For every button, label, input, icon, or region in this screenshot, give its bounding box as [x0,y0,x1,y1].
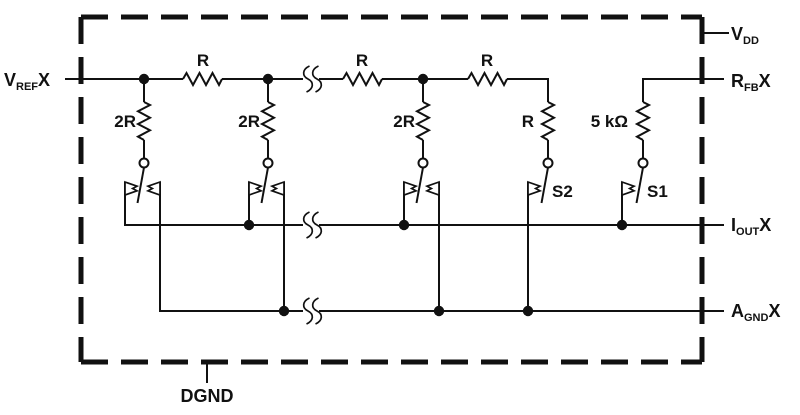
rfb-lead [642,78,724,102]
resistor-ladder-r3 [467,70,508,88]
switch-blade [635,167,644,204]
break-iout-bus [302,211,314,239]
pin-label-vdd: VDD [731,24,759,47]
contact-agnd [269,180,285,197]
agnd-bus [159,182,724,312]
switch-pole [262,157,274,169]
break-agnd-bus [302,297,314,325]
leg-2r-3 [414,79,432,159]
contact-iout [403,180,419,197]
resistor-ladder-r2 [342,70,383,88]
chip-boundary-dashed-border [78,14,705,365]
resistor-ladder-r1 [182,70,223,88]
break-vref-rail [302,65,314,93]
contact-posts [248,182,623,311]
switch-blade [136,167,145,204]
switch-blade [260,167,269,204]
label-feedback-5k: 5 kΩ [591,112,628,131]
resistor-term-r [539,101,557,141]
resistor-2r-3 [414,101,432,141]
switch-pole [637,157,649,169]
resistor-feedback-5k [634,101,652,141]
leg-2r-1 [135,79,153,159]
label-leg-2r-1: 2R [114,112,136,131]
pin-label-rfb: RFBX [731,71,771,94]
switch-pole [138,157,150,169]
contact-iout [248,180,264,197]
pin-label-dgnd: DGND [181,386,234,406]
switch-pole [417,157,429,169]
switch-s1 [621,157,649,204]
contact-agnd [424,180,440,197]
iout-bus [124,182,724,226]
contact-agnd [145,180,161,197]
leg-feedback-5k [634,101,652,159]
pin-label-vref: VREFX [4,70,50,93]
switch-bit-1 [124,157,161,204]
resistor-2r-2 [259,101,277,141]
pin-label-agnd: AGNDX [731,301,780,324]
switch-blade [415,167,424,204]
switch-bit-2 [248,157,285,204]
leg-2r-2 [259,79,277,159]
leg-term-r [539,101,557,159]
contact-iout [124,180,140,197]
junction-dots [138,73,628,317]
label-leg-2r-3: 2R [393,112,415,131]
pin-label-iout: IOUTX [731,215,771,238]
switch-blade [540,167,549,204]
break-symbols [302,65,323,325]
label-term-r: R [522,112,534,131]
label-switch-s1: S1 [647,182,668,201]
label-ladder-r1: R [197,51,209,70]
label-switch-s2: S2 [552,182,573,201]
switch-bit-3 [403,157,440,204]
label-leg-2r-2: 2R [238,112,260,131]
contact-agnd [527,180,543,197]
resistor-2r-1 [135,101,153,141]
label-ladder-r2: R [356,51,368,70]
contact-iout [621,180,637,197]
switch-s2 [527,157,554,204]
vref-rail [65,70,549,102]
switch-pole [542,157,554,169]
label-ladder-r3: R [481,51,493,70]
